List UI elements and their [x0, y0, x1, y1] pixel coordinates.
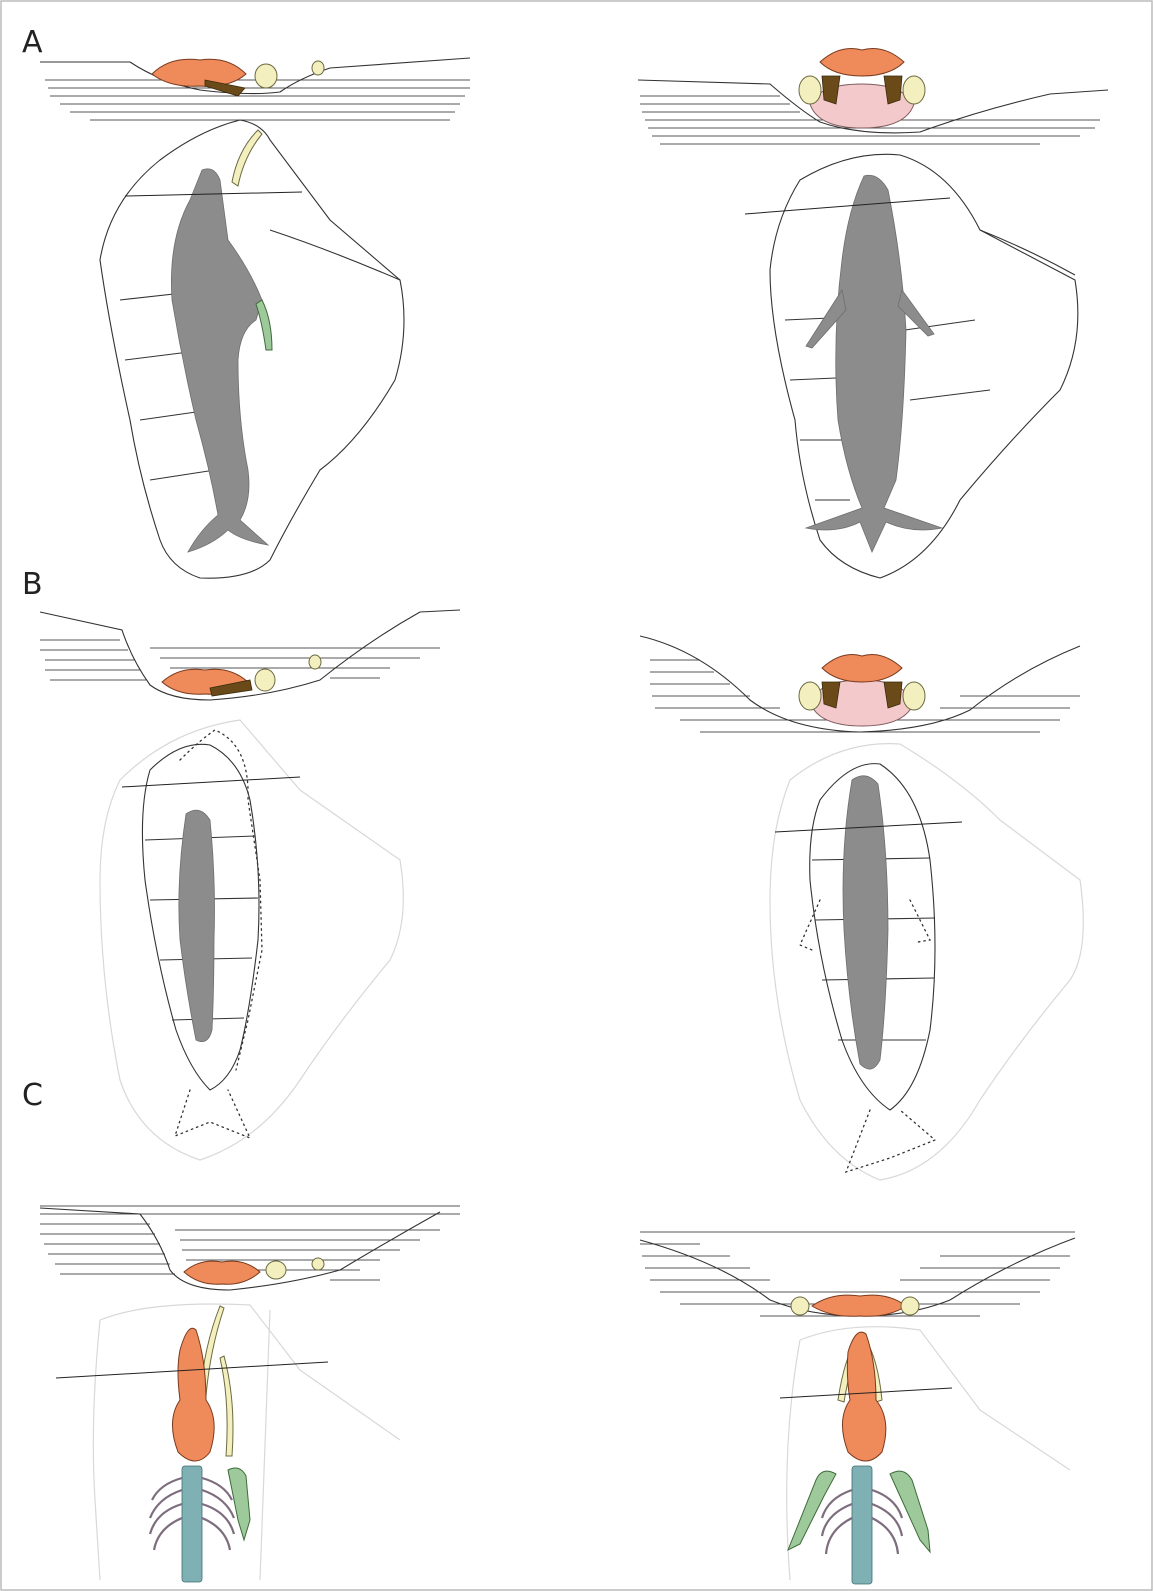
panel-b-right-mandible-right	[903, 682, 925, 710]
panel-c-left-vertebrae	[182, 1466, 202, 1582]
panel-label-a: A	[22, 25, 43, 60]
panel-b-right-mandible-left	[799, 682, 821, 710]
panel-label-c: C	[22, 1078, 43, 1113]
panel-c-right-mandible-left	[791, 1297, 809, 1315]
panel-b-left-mandible	[255, 669, 275, 691]
panel-c-right-mandible-right	[901, 1297, 919, 1315]
panel-a-left-mandible	[255, 64, 277, 88]
panel-label-b: B	[22, 567, 43, 602]
panel-c-right-vertebrae	[852, 1466, 872, 1584]
panel-b-left-mandible-2	[309, 655, 321, 669]
panel-c-left-mandible	[266, 1261, 286, 1279]
panel-c-left-mandible-2	[312, 1258, 324, 1270]
panel-a-left-mandible-2	[312, 61, 324, 75]
panel-a-right-mandible-right	[903, 76, 925, 104]
panel-a-right-mandible-left	[799, 76, 821, 104]
